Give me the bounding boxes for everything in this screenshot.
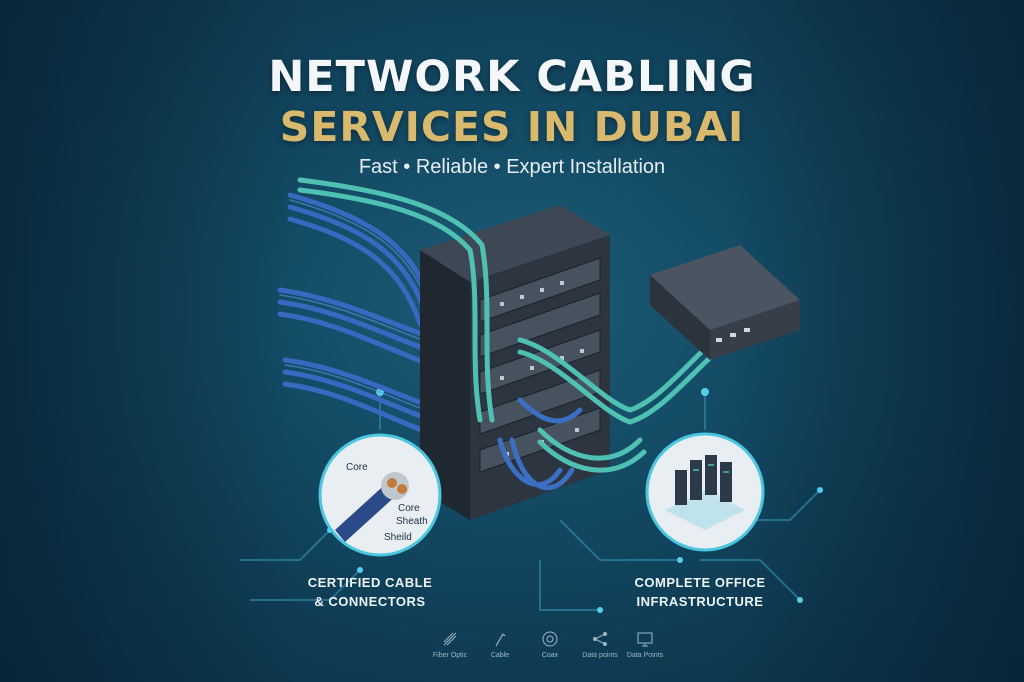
icon-label-coax: Coax — [541, 652, 559, 659]
datacenter-badge — [645, 432, 765, 552]
right-caption-line2: INFRASTRUCTURE — [636, 594, 764, 609]
cable-label-core-1: Core — [346, 462, 368, 473]
cable-icon — [495, 633, 506, 647]
feature-caption-left: CERTIFIED CABLE & CONNECTORS — [300, 573, 440, 611]
right-caption-line1: COMPLETE OFFICE — [634, 575, 766, 590]
icon-item-cable: Cable — [470, 630, 530, 659]
icon-item-fiber: Fiber Optic — [420, 630, 480, 659]
icon-item-datapoints: Data points — [570, 630, 630, 659]
icon-item-coax: Coax — [520, 630, 580, 659]
cable-label-core-2: Core — [398, 503, 420, 514]
cable-crosssection-badge — [318, 433, 442, 557]
subtitle: Fast • Reliable • Expert Installation — [358, 156, 666, 178]
coax-icon — [542, 631, 558, 647]
cable-bundle-blue-front — [497, 397, 583, 491]
network-switch — [650, 245, 800, 360]
icon-label-fiber: Fiber Optic — [432, 652, 468, 659]
cable-bundle-teal — [297, 177, 727, 473]
icon-label-monitor: Data Points — [626, 652, 664, 659]
monitor-icon — [637, 632, 653, 647]
service-icon-row: Fiber Optic Cable Coax Data points Data … — [420, 630, 663, 680]
icon-label-cable: Cable — [490, 652, 510, 659]
left-caption-line2: & CONNECTORS — [314, 594, 426, 609]
left-caption-line1: CERTIFIED CABLE — [307, 575, 433, 590]
left-vignette — [0, 0, 300, 682]
fiber-optic-icon — [443, 632, 457, 646]
icon-label-datapoints: Data points — [582, 652, 618, 659]
feature-caption-right: COMPLETE OFFICE INFRASTRUCTURE — [620, 573, 780, 611]
title-line-2: SERVICES IN DUBAI — [279, 103, 745, 151]
data-points-icon — [593, 632, 607, 646]
cable-label-sheath: Sheath — [396, 516, 428, 527]
title-line-1: NETWORK CABLING — [268, 52, 756, 102]
cable-label-shield: Sheild — [384, 532, 412, 543]
icon-item-monitor: Data Points — [615, 630, 675, 659]
